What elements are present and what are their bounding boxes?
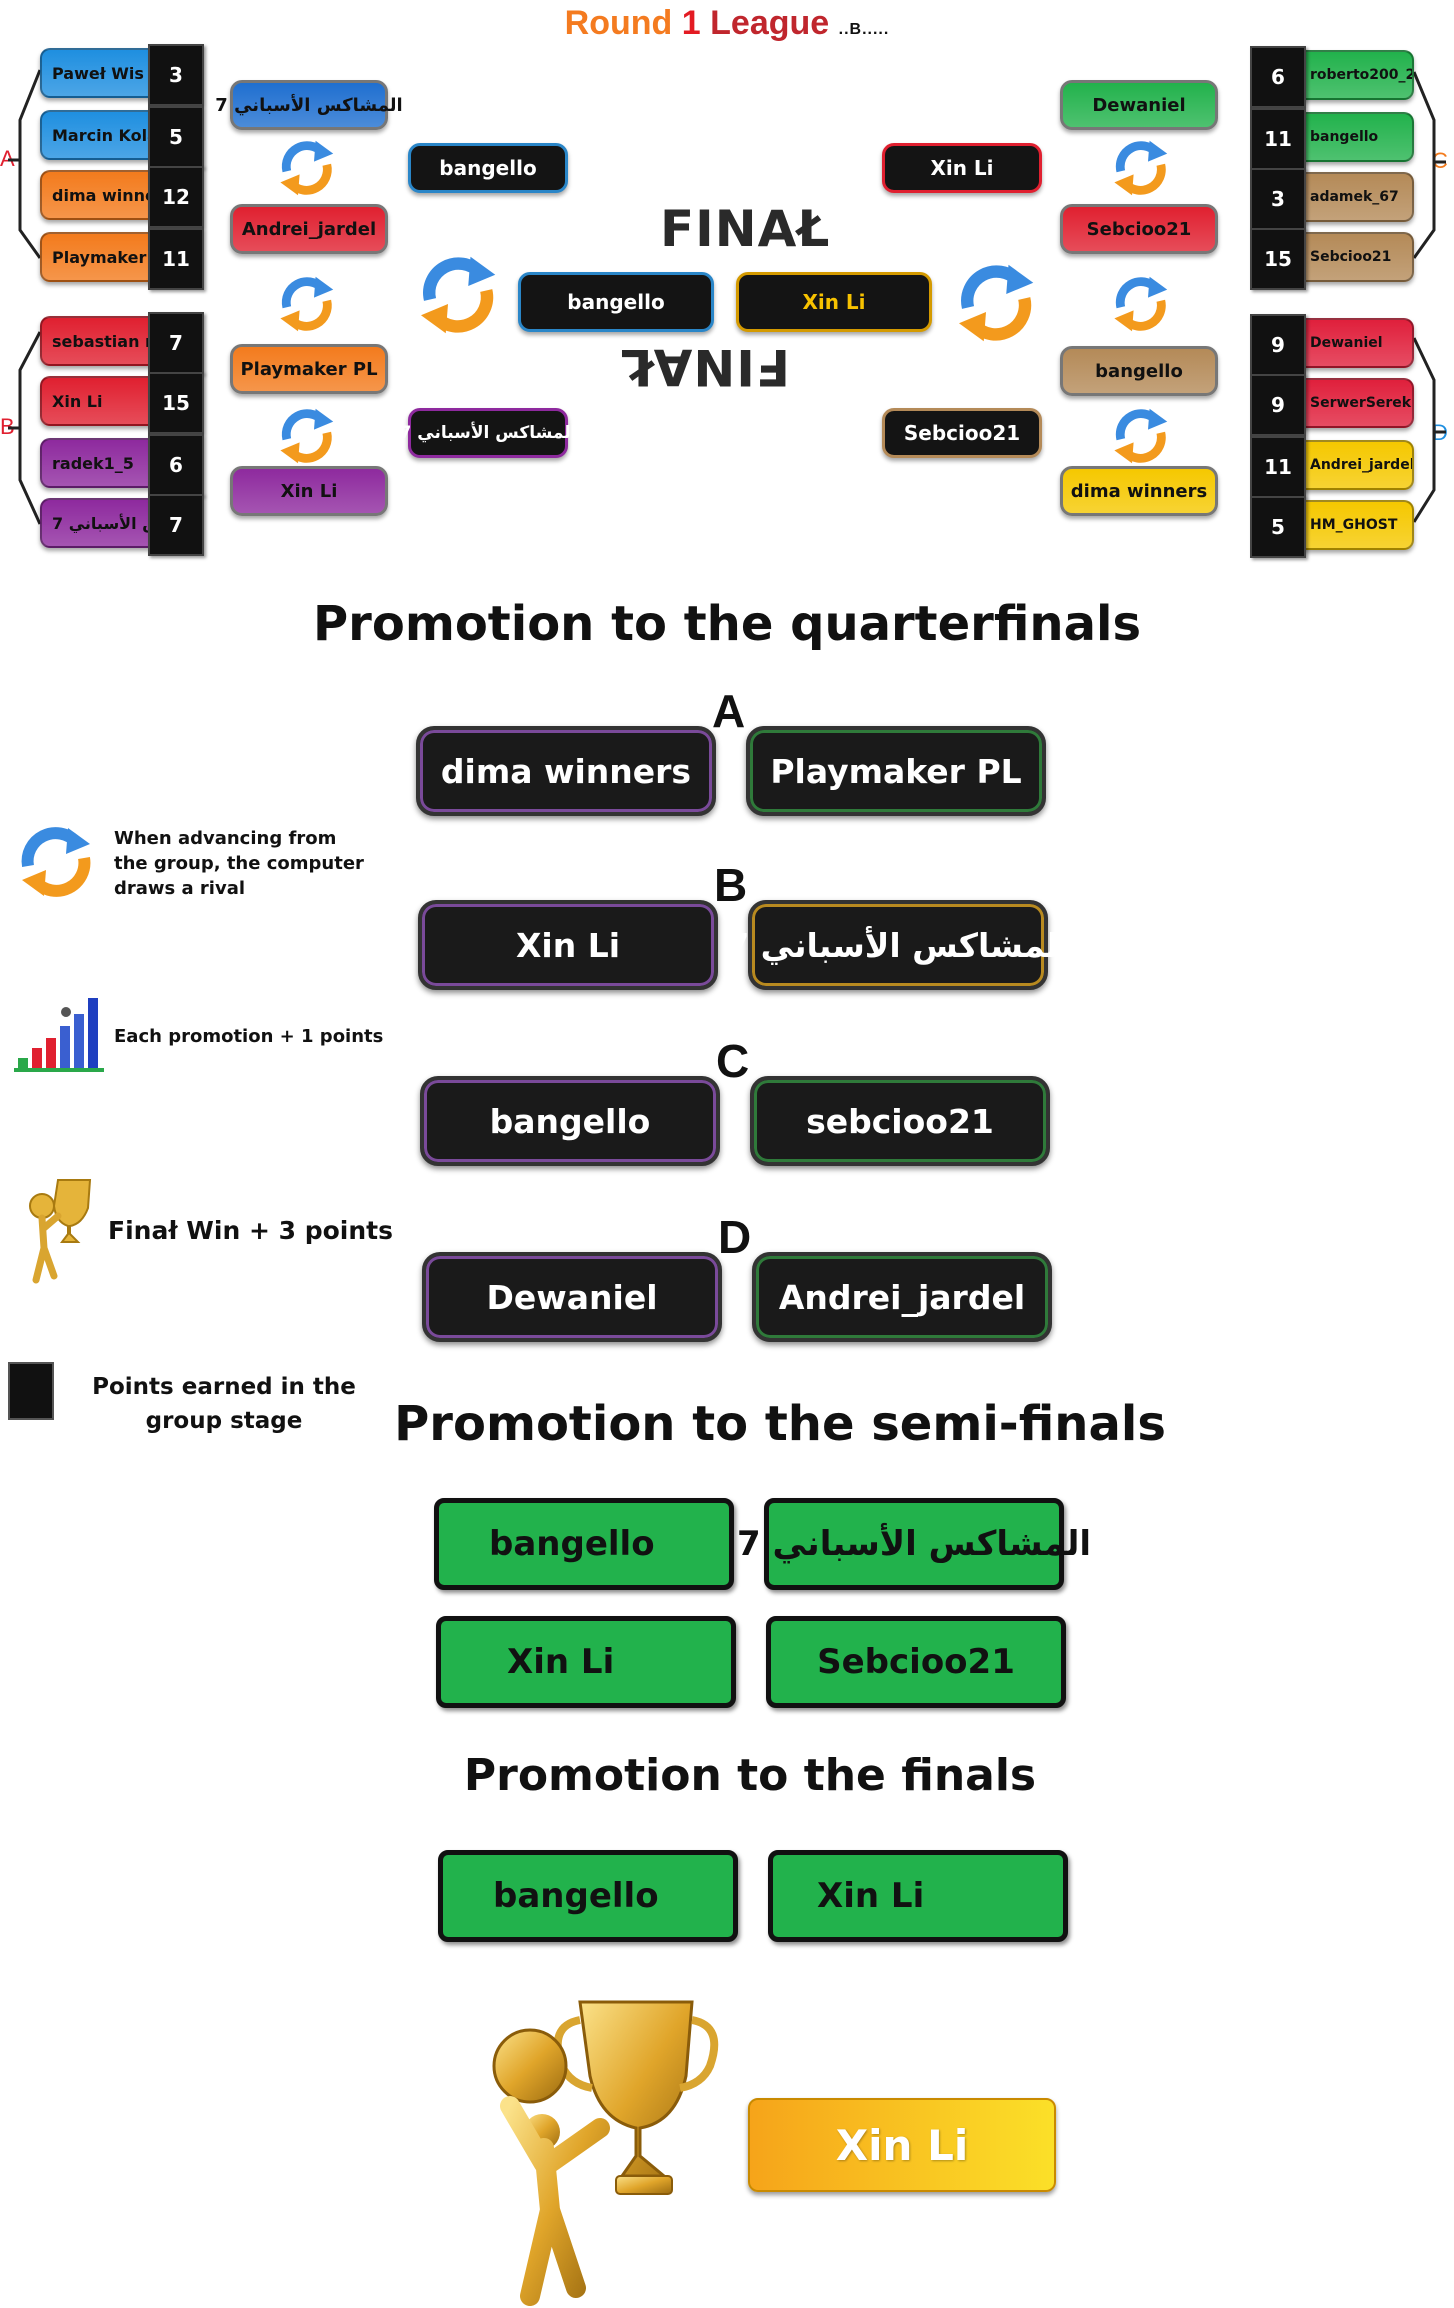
- draw-right-team: Sebcioo21: [1060, 204, 1218, 254]
- refresh-icon: [1114, 408, 1168, 464]
- winner-name: Xin Li: [835, 2120, 969, 2170]
- refresh-icon: [280, 408, 334, 464]
- group-team-left: dima winners: [40, 170, 156, 220]
- legend-final-text: Finał Win + 3 points: [108, 1216, 393, 1245]
- group-team-right: Sebcioo21: [1298, 232, 1414, 282]
- draw-left-team: المشاكس الأسباني 7: [215, 80, 403, 130]
- draw-left-team: Andrei_jardel: [230, 204, 388, 254]
- group-points-left: 12: [148, 166, 204, 228]
- draw-left-team: Xin Li: [230, 466, 388, 516]
- draw-right-team: bangello: [1060, 346, 1218, 396]
- quarterfinal-team-right: Andrei_jardel: [752, 1252, 1052, 1342]
- group-points-left: 15: [148, 372, 204, 434]
- group-team-left: Xin Li: [40, 376, 156, 426]
- group-points-left: 3: [148, 44, 204, 106]
- draw-right-team: Dewaniel: [1060, 80, 1218, 130]
- quarterfinal-team-left: dima winners: [416, 726, 716, 816]
- final-left: bangello: [518, 272, 714, 332]
- trophy-winner-icon: [492, 2000, 719, 2306]
- quarterfinal-team-left: Dewaniel: [422, 1252, 722, 1342]
- refresh-icon: [1114, 276, 1168, 332]
- group-team-left: sebastian nowak_5: [40, 316, 156, 366]
- group-points-right: 6: [1250, 46, 1306, 108]
- final-label-top: FINAŁ: [660, 200, 831, 258]
- group-team-right: Dewaniel: [1298, 318, 1414, 368]
- group-team-left: Playmaker PL: [40, 232, 156, 282]
- round-label: Round: [564, 4, 673, 42]
- quarterfinal-team-left: Xin Li: [418, 900, 718, 990]
- group-points-right: 11: [1250, 108, 1306, 170]
- refresh-icon: [280, 140, 334, 196]
- group-team-right: Andrei_jardel: [1298, 440, 1414, 490]
- group-label-b: B: [0, 414, 15, 439]
- quarterfinal-team-left: bangello: [420, 1076, 720, 1166]
- bracket-lines: [8, 69, 1446, 525]
- final-label-mirrored: FINAŁ: [619, 338, 790, 396]
- semi-right-1: Xin Li: [882, 143, 1042, 193]
- league-label: League: [710, 4, 830, 42]
- final-team-1: bangello: [438, 1850, 738, 1942]
- semi-left-1: bangello: [408, 143, 568, 193]
- league-suffix: ..B.....: [838, 21, 890, 38]
- semifinal-team-3: Xin Li: [436, 1616, 736, 1708]
- finals-title: Promotion to the finals: [463, 1750, 1037, 1801]
- draw-left-team: Playmaker PL: [230, 344, 388, 394]
- refresh-icon: [421, 256, 496, 334]
- trophy-small-icon: [29, 1179, 92, 1284]
- legend-promotion-text: Each promotion + 1 points: [114, 1026, 384, 1047]
- group-points-right: 15: [1250, 228, 1306, 290]
- quarterfinal-group-letter: C: [716, 1035, 750, 1087]
- group-points-right: 9: [1250, 314, 1306, 376]
- quarterfinal-team-right: Playmaker PL: [746, 726, 1046, 816]
- quarterfinal-team-right: المشاكس الأسباني 7: [726, 900, 1070, 990]
- group-team-left: Paweł Wis: [40, 48, 156, 98]
- semifinal-team-4: Sebcioo21: [766, 1616, 1066, 1708]
- group-points-left: 7: [148, 494, 204, 556]
- league-letter: B: [849, 21, 863, 38]
- draw-refresh-icon: [21, 827, 91, 897]
- group-team-right: roberto200_2: [1298, 50, 1414, 100]
- final-team-2: Xin Li: [768, 1850, 1068, 1942]
- group-points-swatch: [8, 1362, 54, 1420]
- group-points-left: 11: [148, 228, 204, 290]
- group-team-right: bangello: [1298, 112, 1414, 162]
- group-team-left: المشاكس الأسباني 7: [40, 498, 156, 548]
- group-team-right: HM_GHOST: [1298, 500, 1414, 550]
- quarterfinal-team-right: sebcioo21: [750, 1076, 1050, 1166]
- group-points-right: 5: [1250, 496, 1306, 558]
- group-team-left: radek1_5: [40, 438, 156, 488]
- quarterfinal-group-letter: A: [712, 685, 746, 737]
- quarterfinal-group-letter: D: [718, 1211, 752, 1263]
- group-points-right: 9: [1250, 374, 1306, 436]
- semi-right-2: Sebcioo21: [882, 408, 1042, 458]
- quarterfinal-group-letter: B: [714, 859, 748, 911]
- group-points-right: 11: [1250, 436, 1306, 498]
- group-points-left: 5: [148, 106, 204, 168]
- semifinals-title: Promotion to the semi-finals: [394, 1396, 1166, 1452]
- quarterfinals-title: Promotion to the quarterfinals: [312, 596, 1142, 652]
- final-right: Xin Li: [736, 272, 932, 332]
- legend-group-points-text: Points earned in the group stage: [92, 1374, 356, 1434]
- group-team-right: SerwerSerek: [1298, 378, 1414, 428]
- group-team-right: adamek_67: [1298, 172, 1414, 222]
- round-number: 1: [681, 4, 701, 42]
- group-team-left: Marcin Kolasa: [40, 110, 156, 160]
- semifinal-team-1: bangello: [434, 1498, 734, 1590]
- group-points-right: 3: [1250, 168, 1306, 230]
- refresh-icon: [959, 264, 1034, 342]
- legend-draw-text: When advancing from the group, the compu…: [114, 828, 364, 899]
- page-title: Round 1 League ..B.....: [0, 4, 1454, 43]
- refresh-icon: [1114, 140, 1168, 196]
- group-label-a: A: [0, 146, 15, 171]
- draw-right-team: dima winners: [1060, 466, 1218, 516]
- semi-left-2: المشاكس الأسباني 7: [400, 408, 577, 458]
- group-points-left: 7: [148, 312, 204, 374]
- winner-box: Xin Li: [748, 2098, 1056, 2192]
- refresh-icon: [280, 276, 334, 332]
- semifinal-team-2: المشاكس الأسباني 7: [737, 1498, 1091, 1590]
- group-points-left: 6: [148, 434, 204, 496]
- promotion-chart-icon: [14, 998, 104, 1072]
